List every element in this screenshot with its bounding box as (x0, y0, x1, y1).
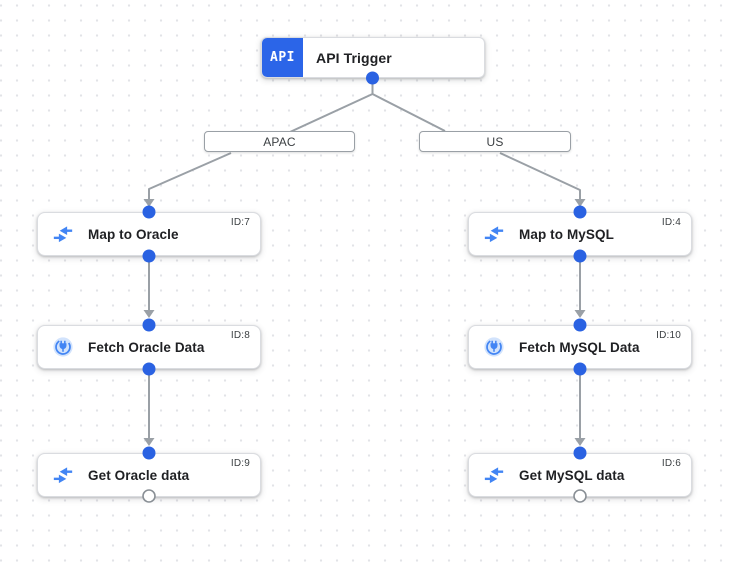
node-title: Map to Oracle (88, 226, 179, 242)
node-get-oracle-data[interactable]: Get Oracle data ID:9 (37, 453, 261, 497)
data-mapping-icon (52, 464, 74, 486)
node-id-badge: ID:8 (230, 330, 250, 341)
node-map-to-oracle[interactable]: Map to Oracle ID:7 (37, 212, 261, 256)
node-title: Map to MySQL (519, 226, 614, 242)
connector-icon (52, 336, 74, 358)
node-fetch-oracle-data[interactable]: Fetch Oracle Data ID:8 (37, 325, 261, 369)
api-trigger-icon: API (262, 38, 303, 77)
node-get-mysql-data[interactable]: Get MySQL data ID:6 (468, 453, 692, 497)
node-id-badge: ID:10 (656, 330, 681, 341)
trigger-label: API Trigger (316, 49, 392, 66)
arrowhead (143, 310, 155, 318)
node-fetch-mysql-data[interactable]: Fetch MySQL Data ID:10 (468, 325, 692, 369)
edge-trigger-fork (289, 78, 446, 133)
arrowhead (574, 310, 586, 318)
node-title: Get Oracle data (88, 467, 190, 483)
branch-label-text: APAC (263, 134, 296, 149)
branch-label-apac[interactable]: APAC (204, 131, 355, 152)
node-id-badge: ID:4 (661, 217, 681, 228)
branch-label-us[interactable]: US (419, 131, 571, 152)
node-id-badge: ID:7 (230, 217, 250, 228)
arrowhead (143, 438, 155, 446)
branch-label-text: US (486, 134, 504, 149)
arrowhead (574, 438, 586, 446)
node-title: Fetch Oracle Data (88, 339, 205, 355)
data-mapping-icon (52, 223, 74, 245)
node-title: Fetch MySQL Data (519, 339, 640, 355)
data-mapping-icon (483, 223, 505, 245)
node-id-badge: ID:9 (230, 458, 250, 469)
node-id-badge: ID:6 (661, 458, 681, 469)
node-map-to-mysql[interactable]: Map to MySQL ID:4 (468, 212, 692, 256)
edge-apac-to-map-oracle (148, 152, 232, 200)
arrowhead (574, 199, 586, 207)
connector-icon (483, 336, 505, 358)
data-mapping-icon (483, 464, 505, 486)
node-api-trigger[interactable]: API API Trigger (261, 37, 485, 78)
edge-us-to-map-mysql (499, 152, 581, 200)
arrowhead (143, 199, 155, 207)
node-title: Get MySQL data (519, 467, 625, 483)
